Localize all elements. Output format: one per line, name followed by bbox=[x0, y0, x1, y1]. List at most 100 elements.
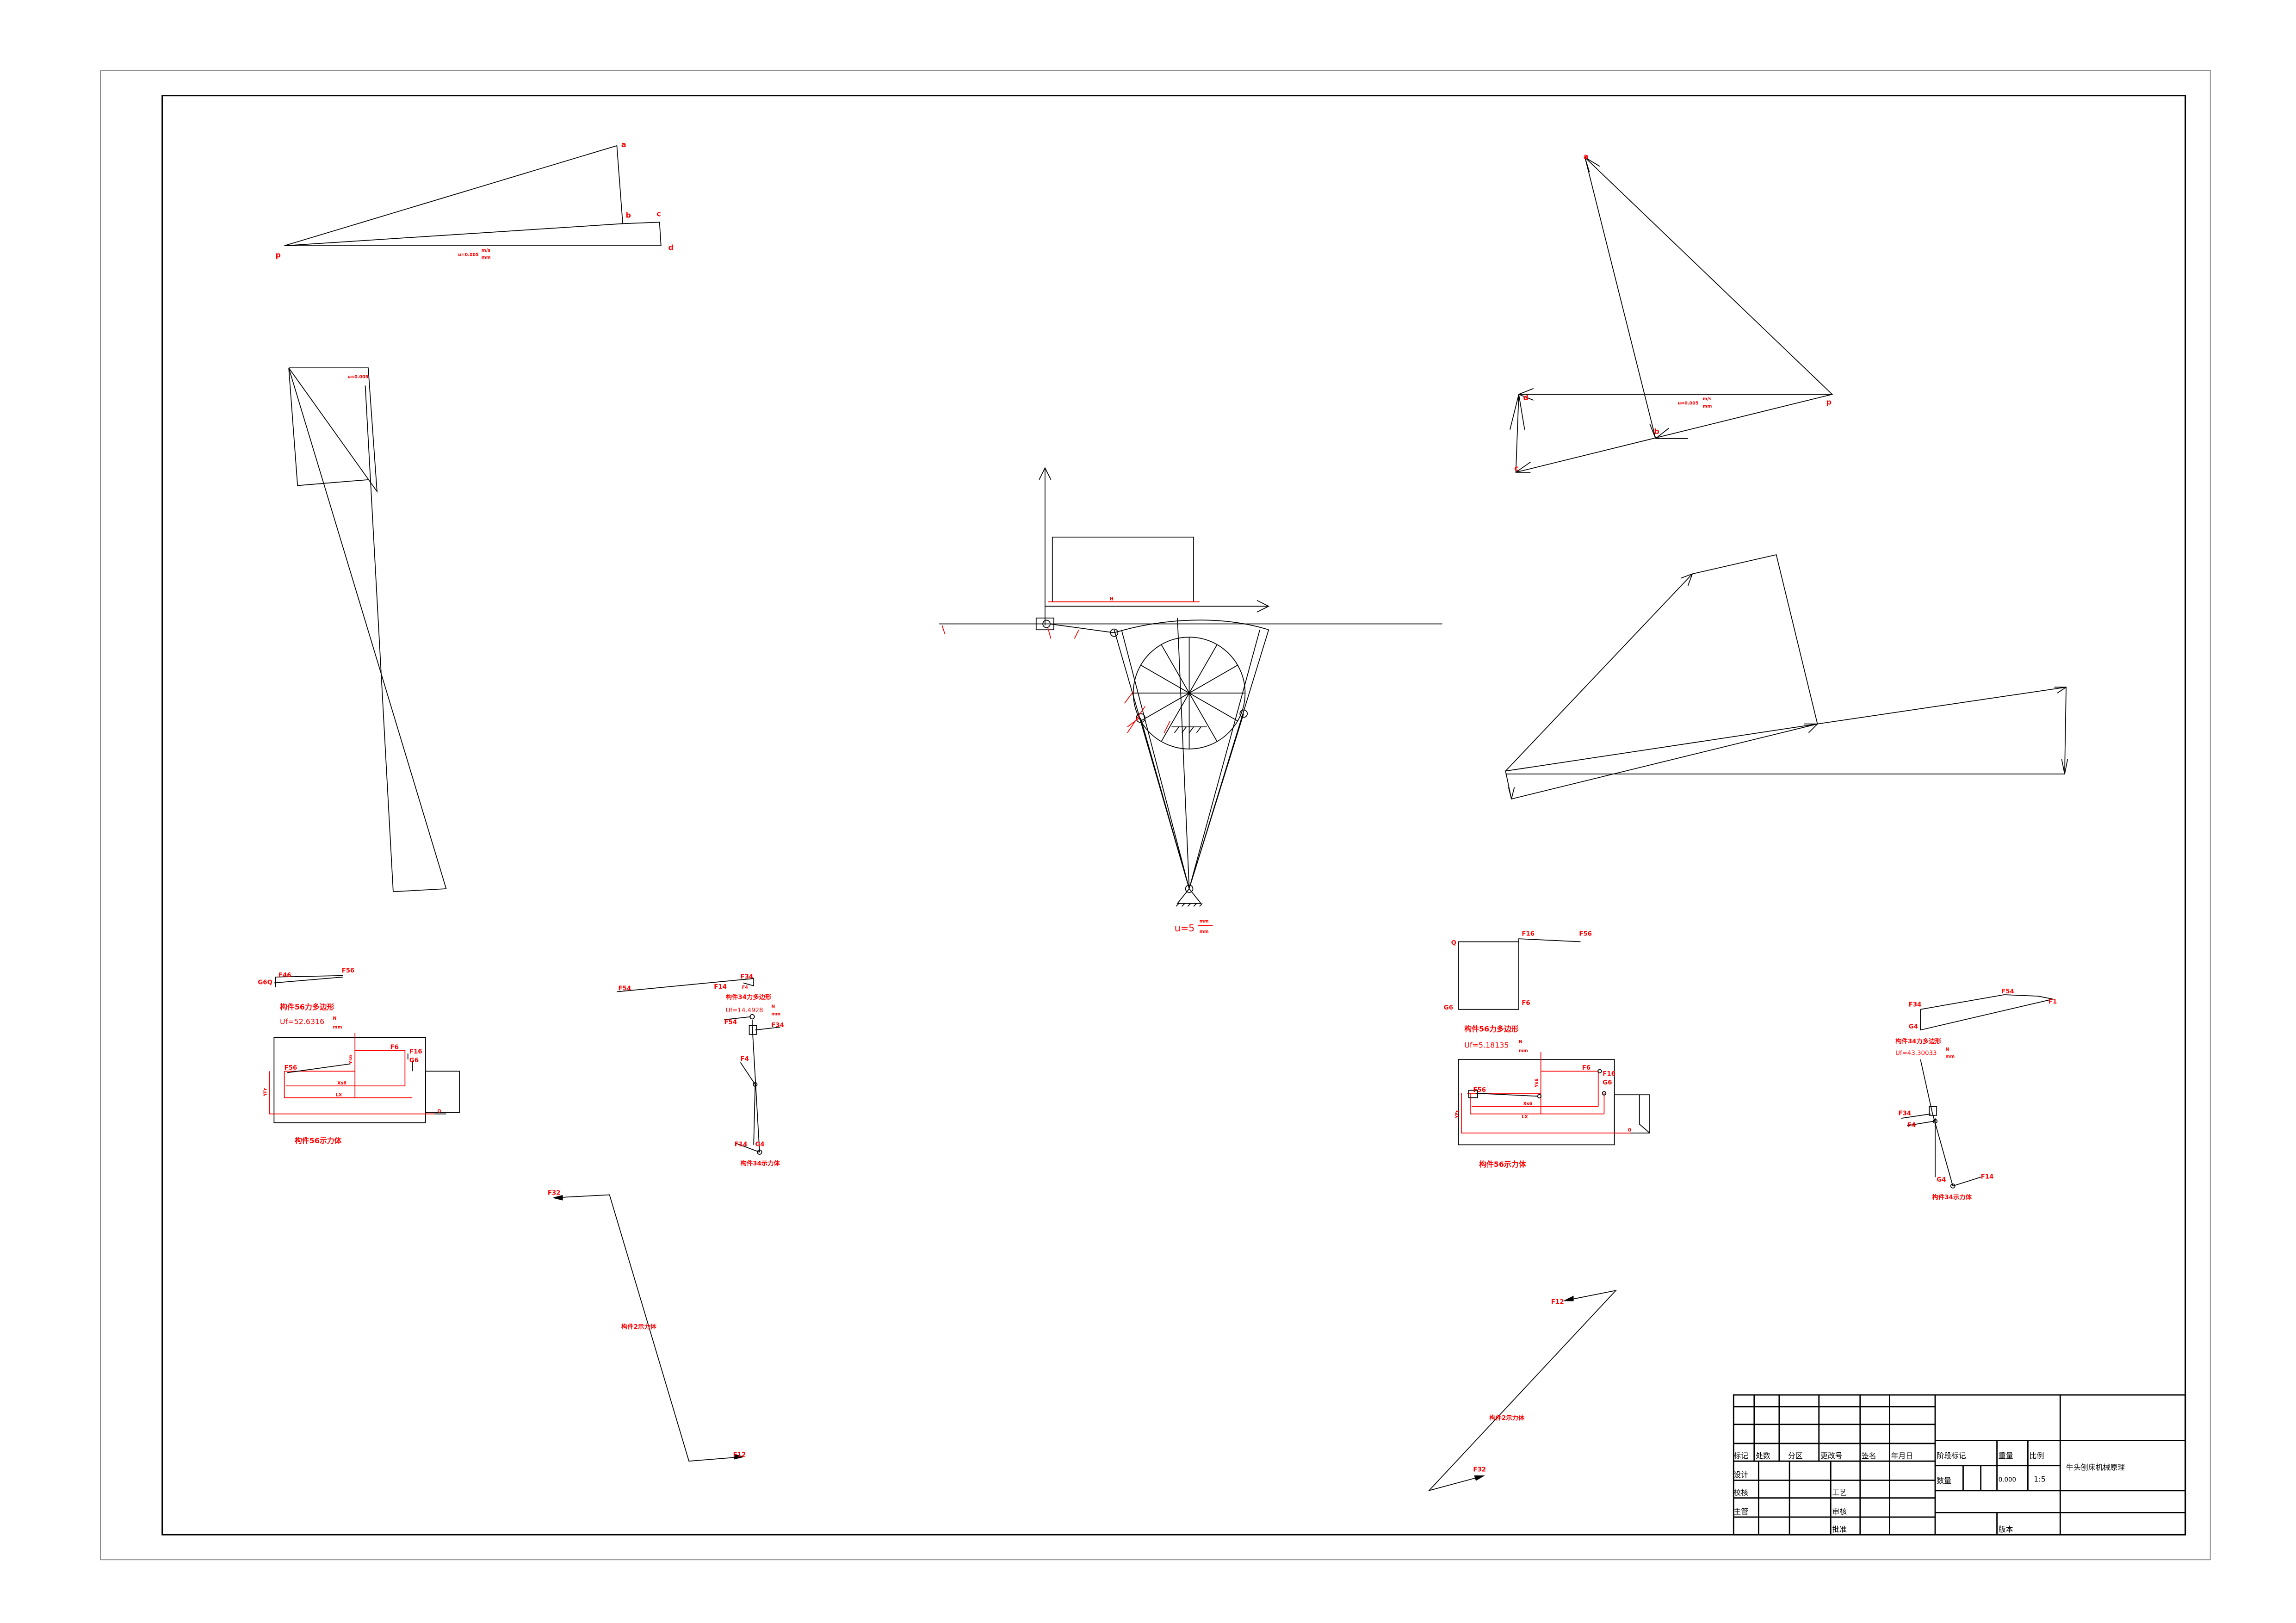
body-title: 构件2示力体 bbox=[621, 1323, 657, 1331]
member2-right: F12 F32 构件2示力体 bbox=[1428, 1289, 1617, 1492]
label-g4-f4: F4 bbox=[742, 985, 749, 990]
force-polygon bbox=[274, 975, 343, 988]
inner-border bbox=[161, 95, 2186, 1536]
grid-lines bbox=[1935, 1395, 2185, 1535]
label-f56-body: F56 bbox=[1473, 1087, 1486, 1094]
body-title: 构件34示力体 bbox=[741, 1159, 780, 1167]
member2-left: F32 F12 构件2示力体 bbox=[548, 1189, 746, 1462]
tool-holder bbox=[1614, 1094, 1650, 1134]
label-g6: G6 bbox=[409, 1057, 419, 1064]
polygon-line bbox=[1584, 157, 1656, 439]
header-zone: 分区 bbox=[1788, 1451, 1803, 1460]
shaper-mechanism: H u=5 mm mm bbox=[939, 467, 1442, 934]
label-f56: F56 bbox=[342, 967, 355, 974]
label-f6: F6 bbox=[1522, 1000, 1530, 1007]
outer-border bbox=[100, 70, 2211, 1561]
unit-bottom: mm bbox=[1519, 1048, 1528, 1053]
label-version: 版本 bbox=[1999, 1525, 2013, 1534]
label-xs6: Xs6 bbox=[337, 1081, 347, 1086]
scale-label: u=0.005 bbox=[458, 252, 479, 257]
label-yfr: YFr bbox=[1455, 1110, 1460, 1119]
point-label-c: c bbox=[656, 210, 661, 218]
grid-lines bbox=[1758, 1461, 1832, 1535]
scale-unit-top: m/s bbox=[482, 248, 490, 253]
joint bbox=[1136, 713, 1146, 723]
force-lines bbox=[269, 1033, 434, 1115]
label-supervisor: 主管 bbox=[1733, 1507, 1748, 1516]
label-f56-body: F56 bbox=[285, 1065, 297, 1072]
member34-left: F54 F14 F34 F4 构件34力多边形 Uf=14.4928 N mm … bbox=[617, 973, 784, 1167]
label-f54: F54 bbox=[619, 985, 631, 992]
polygon-title: 构件34力多边形 bbox=[1895, 1037, 1941, 1045]
label-lx: LX bbox=[1522, 1115, 1528, 1120]
title-block-frame bbox=[1733, 1394, 2186, 1536]
label-weight: 重量 bbox=[1999, 1451, 2013, 1460]
label-f32: F32 bbox=[1473, 1466, 1486, 1473]
velocity-polygon: a b c d p u=0.005 m/s mm bbox=[276, 140, 674, 260]
label-q: Q bbox=[1628, 1128, 1631, 1133]
red-vector-marks bbox=[941, 625, 1170, 733]
label-g4: G4 bbox=[1909, 1023, 1918, 1030]
polygon-line bbox=[284, 222, 662, 247]
label-process: 工艺 bbox=[1832, 1488, 1847, 1497]
label-f34-body: F34 bbox=[1899, 1110, 1912, 1117]
label-f6: F6 bbox=[1582, 1065, 1590, 1072]
diagram-line bbox=[288, 367, 378, 493]
joint bbox=[1597, 1069, 1602, 1074]
ground-symbol bbox=[1176, 888, 1203, 907]
connecting-rod bbox=[1049, 619, 1269, 633]
label-g4-body: G4 bbox=[1937, 1177, 1946, 1183]
joint bbox=[1602, 1091, 1607, 1096]
scale-unit-bottom: mm bbox=[1703, 404, 1712, 409]
point-label-c: c bbox=[1514, 464, 1518, 473]
header-signature: 签名 bbox=[1862, 1451, 1876, 1460]
body-title: 构件56示力体 bbox=[1479, 1160, 1526, 1169]
point-label-b: b bbox=[1654, 427, 1659, 436]
joint bbox=[1933, 1119, 1938, 1124]
label-f12: F12 bbox=[733, 1452, 746, 1459]
polygon-title: 构件56力多边形 bbox=[280, 1003, 334, 1011]
y-axis-arrowhead bbox=[1039, 467, 1052, 480]
rocker-pivot bbox=[1185, 885, 1194, 893]
label-ys6: Ys6 bbox=[1534, 1078, 1539, 1088]
scale-value: 1:5 bbox=[2034, 1475, 2046, 1484]
polygon-line bbox=[1515, 157, 1833, 473]
unit-top: N bbox=[1519, 1040, 1522, 1045]
label-f16: F16 bbox=[1603, 1071, 1615, 1078]
link-body bbox=[724, 1016, 780, 1153]
label-xs6: Xs6 bbox=[1523, 1101, 1533, 1106]
force-polygon bbox=[1458, 938, 1581, 1010]
unit-bottom: mm bbox=[771, 1011, 780, 1016]
stroke-label: H bbox=[1110, 597, 1114, 602]
joint bbox=[1537, 1094, 1542, 1099]
force-lines bbox=[287, 1053, 446, 1115]
point-label-d: d bbox=[668, 243, 674, 252]
slider bbox=[749, 1025, 757, 1035]
unit-top: N bbox=[1945, 1047, 1949, 1052]
body-title: 构件2示力体 bbox=[1489, 1414, 1525, 1422]
scale-label: u=0.005 bbox=[347, 374, 368, 379]
scale-unit-top: mm bbox=[1200, 919, 1209, 924]
point-label-p: p bbox=[1826, 398, 1832, 407]
header-mark: 标记 bbox=[1733, 1451, 1748, 1460]
label-design: 设计 bbox=[1733, 1470, 1748, 1479]
label-f4-body: F4 bbox=[741, 1056, 749, 1063]
point-label-a: a bbox=[1584, 152, 1589, 161]
label-lx: LX bbox=[336, 1092, 342, 1097]
tool-holder bbox=[425, 1071, 460, 1113]
link-body bbox=[1901, 1059, 1981, 1187]
label-f32: F32 bbox=[548, 1189, 561, 1196]
diagram-line bbox=[1505, 687, 2067, 800]
member34-right: F34 G4 F54 F1 构件34力多边形 Uf=43.30033 N mm … bbox=[1895, 988, 2057, 1201]
force-scale: Uf=5.18135 bbox=[1464, 1041, 1509, 1049]
joint bbox=[753, 1082, 758, 1087]
slider bbox=[1929, 1106, 1937, 1116]
member56-right: Q F16 F56 G6 F6 构件56力多边形 Uf=5.18135 N mm… bbox=[1444, 931, 1650, 1169]
ram-body bbox=[273, 1037, 426, 1123]
polygon-title: 构件34力多边形 bbox=[726, 993, 772, 1001]
label-f46: F46 bbox=[278, 972, 291, 979]
label-f56: F56 bbox=[1579, 931, 1592, 938]
header-date: 年月日 bbox=[1891, 1451, 1913, 1460]
scale-unit-bottom: mm bbox=[1200, 929, 1209, 934]
force-lines bbox=[1461, 1052, 1631, 1134]
